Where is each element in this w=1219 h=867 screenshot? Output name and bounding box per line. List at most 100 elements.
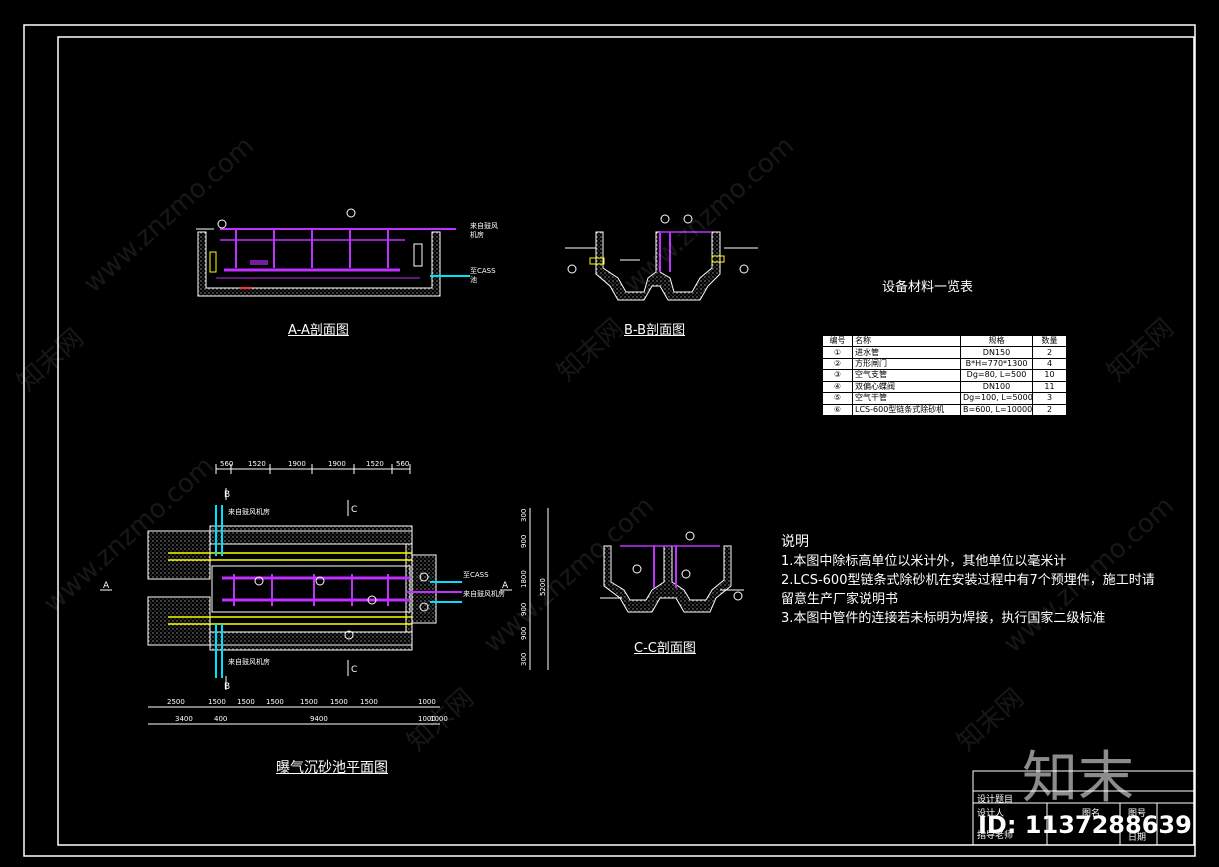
th-qty: 数量: [1032, 334, 1067, 348]
dim-b1-3: 1500: [237, 698, 255, 706]
brand-logo: 知末: [1022, 746, 1134, 811]
cell-no: ⑥: [822, 403, 853, 417]
dim-r-6: 300: [520, 653, 528, 666]
dim-top-5: 1520: [366, 460, 384, 468]
notes-line-1: 1.本图中除标高单位以米计外，其他单位以毫米计: [781, 554, 1067, 569]
plan-bottom-dims-1: 2500 1500 1500 1500 1500 1500 1500 1000: [167, 698, 436, 706]
plan-top-dims: 560 1520 1900 1900 1520 560: [220, 460, 409, 468]
dim-top-3: 1900: [288, 460, 306, 468]
table-row: ① 进水管 DN150 2: [822, 346, 1067, 359]
tb-designer: 设计人: [977, 809, 1005, 819]
section-aa-drawing: [196, 208, 470, 297]
plan-section-c-top: C: [351, 505, 357, 515]
cell-no: ⑤: [822, 392, 853, 405]
dim-b2-2: 400: [214, 715, 227, 723]
dim-b2-4: 1000: [418, 715, 436, 723]
table-title: 设备材料一览表: [882, 280, 974, 295]
document-id: ID: 1137288639: [978, 811, 1192, 839]
cell-qty: 3: [1032, 392, 1067, 405]
plan-to-cass: 至CASS: [463, 571, 489, 579]
dim-b2-3: 9400: [310, 715, 328, 723]
cell-qty: 2: [1032, 346, 1067, 359]
cell-no: ②: [822, 357, 853, 371]
aa-blower-label: 来自鼓风: [470, 221, 498, 230]
cell-qty: 10: [1032, 369, 1067, 382]
plan-top-note: 来自鼓风机房: [228, 507, 270, 516]
plan-right-dims: 300 900 1800 900 900 300 5200: [520, 509, 547, 666]
aa-blower-label-2: 机房: [470, 230, 484, 239]
tb-drawing-no: 图号: [1128, 809, 1147, 819]
dim-b1-1: 2500: [167, 698, 185, 706]
equipment-table: 编号 名称 规格 数量 ① 进水管 DN150 2 ② 方形闸门 B*H=770…: [822, 334, 1067, 417]
aa-cass-label: 至CASS: [470, 267, 496, 275]
dim-b1-8: 1000: [418, 698, 436, 706]
title-block-frame: [972, 770, 1195, 846]
notes-title: 说明: [781, 534, 809, 550]
plan-bottom-dims-2: 3400 400 9400 1000 1000: [175, 715, 448, 723]
cell-name: 方形闸门: [852, 357, 961, 371]
cell-qty: 2: [1032, 403, 1067, 417]
cell-spec: DN100: [960, 380, 1033, 394]
dim-b1-4: 1500: [266, 698, 284, 706]
aa-cass-label-2: 池: [470, 275, 477, 284]
caption-plan: 曝气沉砂池平面图: [276, 760, 388, 776]
plan-inlet-label: 来自鼓风机房: [463, 589, 505, 598]
dim-b2-5: 1000: [430, 715, 448, 723]
cell-spec: B=600, L=10000: [960, 403, 1033, 417]
table-row: ⑥ LCS-600型链条式除砂机 B=600, L=10000 2: [822, 403, 1067, 417]
section-bb-drawing: [565, 214, 758, 301]
tb-drawing-name: 图名: [1082, 809, 1101, 819]
cell-qty: 11: [1032, 380, 1067, 394]
plan-section-b-top: B: [224, 490, 230, 500]
dim-r-3: 1800: [520, 570, 528, 588]
plan-drawing: [100, 464, 549, 725]
table-row: ③ 空气支管 Dg=80, L=500 10: [822, 369, 1067, 382]
dim-top-1: 560: [220, 460, 233, 468]
tb-date: 日期: [1128, 833, 1147, 843]
cell-no: ①: [822, 346, 853, 359]
dim-b1-2: 1500: [208, 698, 226, 706]
notes-block: 说明 1.本图中除标高单位以米计外，其他单位以毫米计 2.LCS-600型链条式…: [781, 533, 1155, 628]
dim-b1-6: 1500: [330, 698, 348, 706]
table-row: ④ 双偏心蝶阀 DN100 11: [822, 380, 1067, 394]
dim-r-1: 300: [520, 509, 528, 522]
section-cc-drawing: [600, 531, 744, 613]
table-row: ⑤ 空气干管 Dg=100, L=5000 3: [822, 392, 1067, 405]
dim-top-4: 1900: [328, 460, 346, 468]
dim-r-2: 900: [520, 535, 528, 548]
notes-line-3: 留意生产厂家说明书: [781, 592, 899, 607]
outer-border: [23, 24, 1196, 857]
dim-r-4: 900: [520, 603, 528, 616]
cell-qty: 4: [1032, 357, 1067, 371]
cell-name: LCS-600型链条式除砂机: [852, 403, 961, 417]
table-row: ② 方形闸门 B*H=770*1300 4: [822, 357, 1067, 371]
cell-spec: B*H=770*1300: [960, 357, 1033, 371]
cell-name: 双偏心蝶阀: [852, 380, 961, 394]
cell-spec: Dg=80, L=500: [960, 369, 1033, 382]
tb-project: 设计题目: [977, 795, 1014, 805]
dim-b2-1: 3400: [175, 715, 193, 723]
dim-r-5: 900: [520, 627, 528, 640]
dim-top-6: 560: [396, 460, 409, 468]
cell-name: 空气干管: [852, 392, 961, 405]
plan-section-b-bottom: B: [224, 682, 230, 692]
caption-section-bb: B-B剖面图: [624, 323, 686, 338]
inner-border: [57, 36, 1195, 846]
cell-spec: DN150: [960, 346, 1033, 359]
th-spec: 规格: [960, 334, 1033, 348]
plan-section-c-bottom: C: [351, 665, 357, 675]
plan-section-a-left: A: [103, 581, 110, 591]
dim-top-2: 1520: [248, 460, 266, 468]
cell-spec: Dg=100, L=5000: [960, 392, 1033, 405]
caption-section-cc: C-C剖面图: [634, 641, 696, 656]
plan-bottom-note: 来自鼓风机房: [228, 657, 270, 666]
cell-no: ④: [822, 380, 853, 394]
dim-b1-7: 1500: [360, 698, 378, 706]
tb-advisor: 指导老师: [977, 831, 1014, 841]
cell-name: 空气支管: [852, 369, 961, 382]
caption-section-aa: A-A剖面图: [288, 323, 349, 338]
th-no: 编号: [822, 334, 853, 348]
notes-line-2: 2.LCS-600型链条式除砂机在安装过程中有7个预埋件，施工时请: [781, 573, 1155, 588]
th-name: 名称: [852, 334, 961, 348]
